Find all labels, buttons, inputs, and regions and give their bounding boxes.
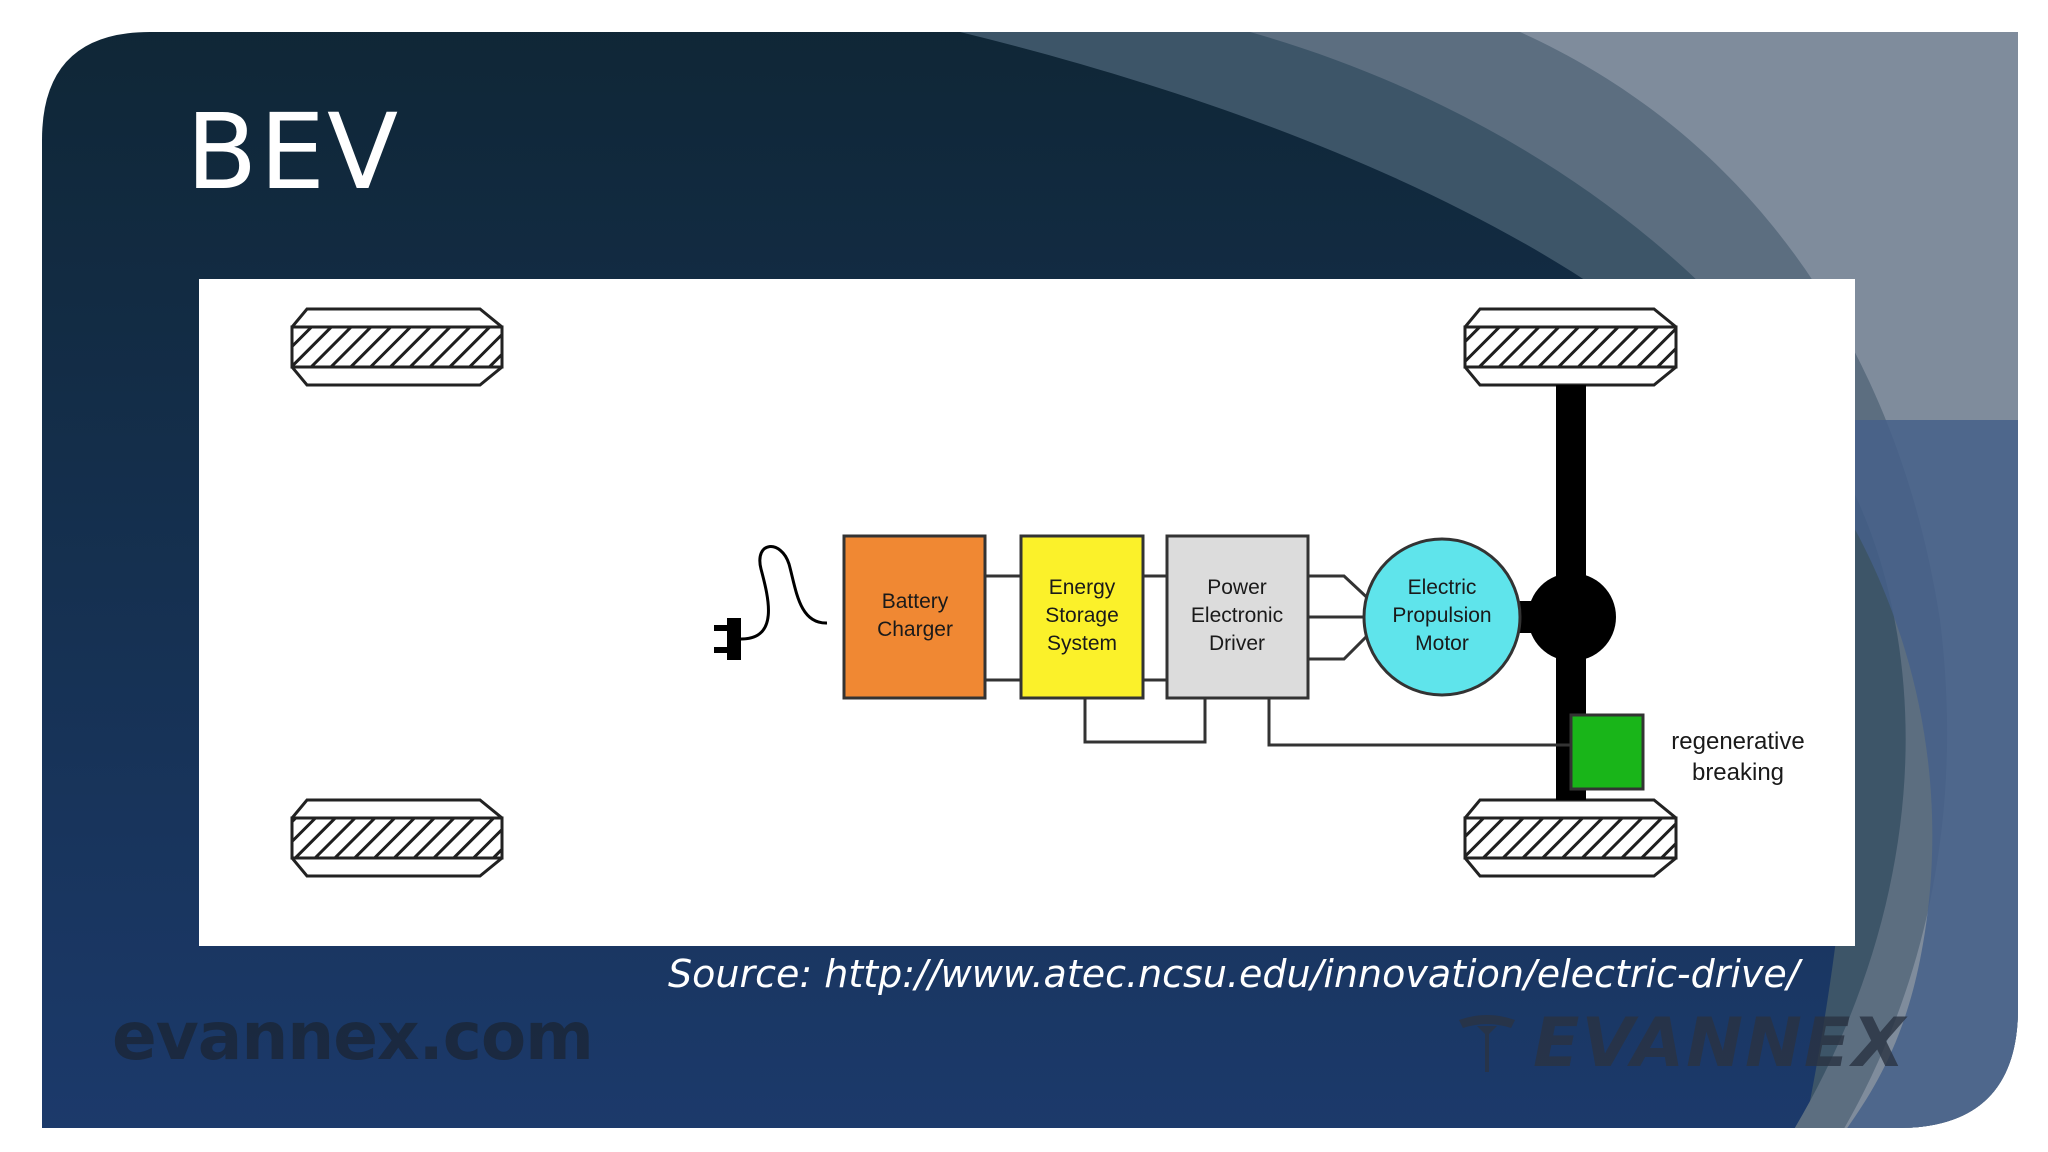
differential — [1528, 573, 1616, 661]
connection-lines — [985, 574, 1571, 747]
tesla-logo-icon — [1459, 1015, 1515, 1072]
wheel-front-right — [1463, 307, 1678, 387]
charging-plug — [714, 545, 828, 660]
watermark-right-text: EVANNEX — [1533, 1004, 1907, 1083]
slide-title: BEV — [186, 91, 401, 213]
source-caption: Source: http://www.atec.ncsu.edu/innovat… — [668, 952, 1800, 996]
power-electronic-box — [1165, 534, 1310, 700]
battery-charger-box — [842, 534, 987, 700]
energy-storage-box — [1019, 534, 1145, 700]
watermark-right: EVANNEX — [1455, 1004, 1965, 1083]
regen-box — [1569, 713, 1645, 791]
wheel-rear-left — [290, 798, 504, 878]
watermark-left: evannex.com — [112, 998, 594, 1075]
motor-circle — [1362, 537, 1522, 697]
wheel-rear-right — [1463, 798, 1678, 878]
wheel-front-left — [290, 307, 504, 387]
drive-shaft — [1519, 601, 1559, 633]
